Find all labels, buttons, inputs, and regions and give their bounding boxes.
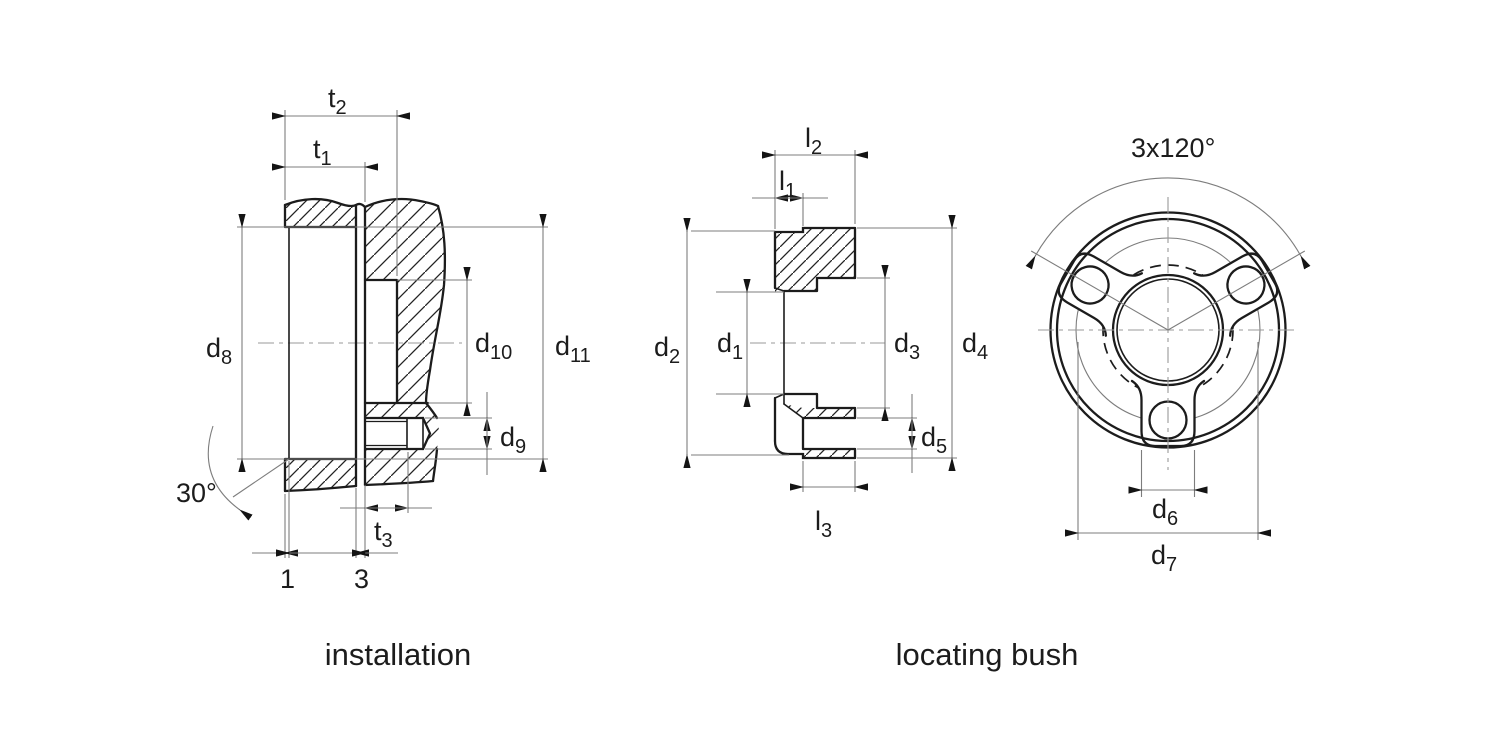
break-edge-top — [283, 197, 440, 209]
ext-d2 — [691, 230, 789, 456]
bush-lobe-hole — [801, 416, 857, 451]
break-edge-right-low — [431, 447, 439, 483]
housing-section-upper — [365, 199, 445, 403]
dim-angle-arc — [1025, 177, 1311, 270]
housing-section-below-thread — [365, 449, 437, 485]
dim-label-l2: l2 — [805, 123, 822, 159]
dim-label-3: 3 — [354, 564, 369, 594]
front-centerlines — [1038, 197, 1298, 470]
dim-label-1: 1 — [280, 564, 295, 594]
bush-lobe-chamfer — [783, 403, 804, 419]
bush-lobe-section-top — [784, 404, 855, 418]
caption-locating-bush: locating bush — [896, 637, 1079, 672]
dim-label-t3: t3 — [374, 516, 393, 552]
chamfer-leader — [232, 458, 290, 498]
dim-label-d2: d2 — [654, 332, 680, 368]
bush-bores-bottom — [782, 392, 857, 410]
ext-d4 — [857, 227, 957, 459]
ext-d9 — [425, 417, 492, 450]
dim-label-d11: d11 — [555, 331, 591, 367]
drill-point-cone — [421, 416, 432, 451]
dim-label-30deg: 30° — [176, 478, 217, 508]
bore-d10-outline — [363, 278, 430, 405]
dim-label-d10: d10 — [475, 328, 512, 364]
thread-hole-major — [364, 416, 425, 451]
bush-lobe-section-bottom — [803, 449, 855, 458]
bush-bore-chamfers — [774, 287, 785, 399]
bush-section-view: l2 l1 d2 d1 d3 d4 d5 l3 — [654, 123, 988, 542]
dim-label-d7: d7 — [1151, 540, 1177, 576]
dim-label-d9: d9 — [500, 422, 526, 458]
dim-label-d4: d4 — [962, 328, 988, 364]
bush-bottom-edge — [773, 439, 857, 460]
thread-hole-minor — [366, 420, 407, 447]
break-edge-bottom — [283, 479, 435, 493]
dim-label-t2: t2 — [328, 83, 347, 119]
bush-flange-section — [775, 228, 855, 300]
dim-label-d1: d1 — [717, 328, 743, 364]
dim-label-l3: l3 — [815, 506, 832, 542]
plate-section-bottom — [285, 459, 356, 491]
break-edge-right — [424, 204, 447, 405]
bush-bores-top — [782, 276, 857, 293]
plate-section-top — [285, 199, 356, 227]
dim-label-d5: d5 — [921, 422, 947, 458]
dim-label-d3: d3 — [894, 328, 920, 364]
thread-end-line — [406, 417, 424, 450]
bush-front-view: 3x120° d6 d7 — [1025, 133, 1311, 576]
dim-label-d8: d8 — [206, 333, 232, 369]
dim-label-3x120: 3x120° — [1131, 133, 1215, 163]
ext-d7 — [1077, 342, 1259, 540]
chamfer-angle-arc — [207, 425, 253, 521]
housing-section-above-thread — [365, 403, 437, 418]
caption-installation: installation — [325, 637, 471, 672]
dim-label-l1: l1 — [779, 166, 796, 202]
dim-label-t1: t1 — [313, 134, 332, 170]
dim-label-d6: d6 — [1152, 494, 1178, 530]
installation-view: t2 t1 d8 d10 d11 d9 t3 30° 1 3 — [176, 83, 591, 594]
ext-d5 — [857, 417, 917, 450]
ext-bottom-dims — [284, 452, 409, 558]
break-edge-right-mid — [424, 401, 439, 420]
bush-top-edges — [773, 226, 857, 234]
